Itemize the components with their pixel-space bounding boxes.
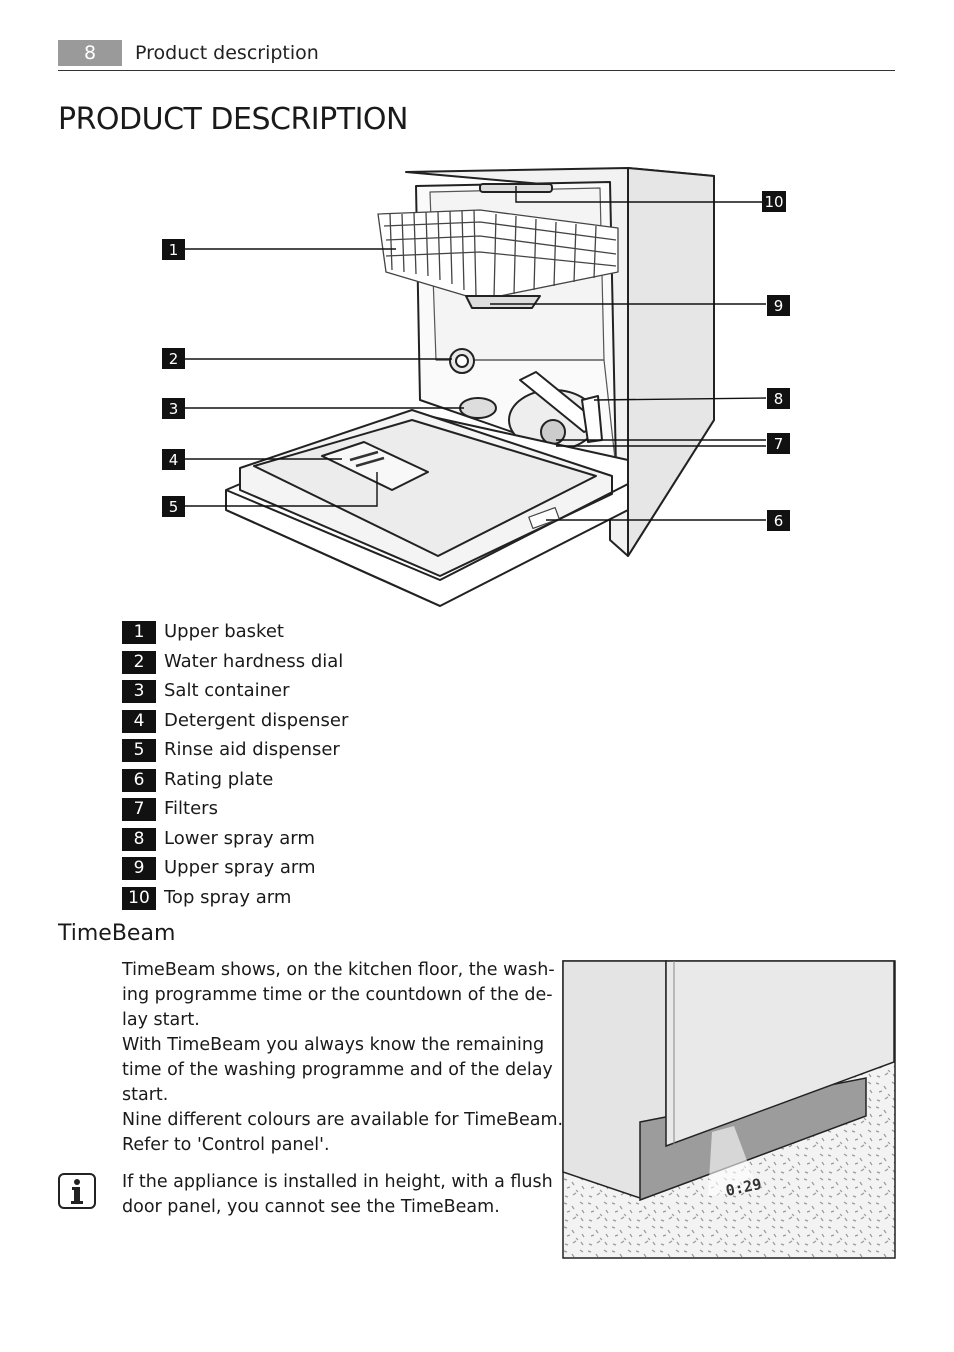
legend-number: 2 (122, 651, 156, 674)
info-icon (58, 1173, 96, 1209)
legend-number: 9 (122, 857, 156, 880)
text-line: ing programme time or the countdown of t… (122, 983, 552, 1008)
page-title: PRODUCT DESCRIPTION (58, 102, 408, 138)
text-line: Refer to 'Control panel'. (122, 1133, 552, 1158)
legend-label: Upper basket (164, 618, 284, 646)
callout-10: 10 (764, 193, 783, 211)
dishwasher-diagram: 1 2 3 4 5 6 7 8 9 10 (150, 160, 810, 615)
timebeam-description: TimeBeam shows, on the kitchen floor, th… (122, 958, 552, 1158)
callout-4: 4 (169, 451, 179, 469)
text-line: Nine different colours are available for… (122, 1108, 552, 1133)
legend-number: 1 (122, 621, 156, 644)
legend-label: Water hardness dial (164, 648, 343, 676)
legend-label: Upper spray arm (164, 854, 315, 882)
callout-6: 6 (774, 512, 784, 530)
legend-label: Rating plate (164, 766, 273, 794)
info-note: If the appliance is installed in height,… (122, 1170, 552, 1220)
legend-label: Filters (164, 795, 218, 823)
callout-7: 7 (774, 435, 784, 453)
header-rule (58, 70, 895, 71)
callout-1: 1 (169, 241, 179, 259)
legend-number: 7 (122, 798, 156, 821)
timebeam-illustration: 0:29 (562, 960, 896, 1260)
legend-number: 3 (122, 680, 156, 703)
callout-8: 8 (774, 390, 784, 408)
legend-label: Top spray arm (164, 884, 291, 912)
callout-2: 2 (169, 350, 179, 368)
text-line: lay start. (122, 1008, 552, 1033)
legend-number: 10 (122, 887, 156, 910)
text-line: time of the washing programme and of the… (122, 1058, 552, 1083)
callout-9: 9 (774, 297, 784, 315)
callout-3: 3 (169, 400, 179, 418)
text-line: door panel, you cannot see the TimeBeam. (122, 1195, 552, 1220)
legend-number: 8 (122, 828, 156, 851)
section-heading-timebeam: TimeBeam (58, 918, 175, 950)
text-line: If the appliance is installed in height,… (122, 1170, 552, 1195)
text-line: With TimeBeam you always know the remain… (122, 1033, 552, 1058)
running-header: Product description (135, 40, 319, 66)
legend-number: 6 (122, 769, 156, 792)
legend-label: Detergent dispenser (164, 707, 348, 735)
legend-number: 5 (122, 739, 156, 762)
legend-label: Rinse aid dispenser (164, 736, 340, 764)
legend-number: 4 (122, 710, 156, 733)
text-line: TimeBeam shows, on the kitchen floor, th… (122, 958, 552, 983)
text-line: start. (122, 1083, 552, 1108)
legend-label: Salt container (164, 677, 290, 705)
legend-label: Lower spray arm (164, 825, 315, 853)
callout-5: 5 (169, 498, 179, 516)
page-number: 8 (58, 40, 122, 66)
